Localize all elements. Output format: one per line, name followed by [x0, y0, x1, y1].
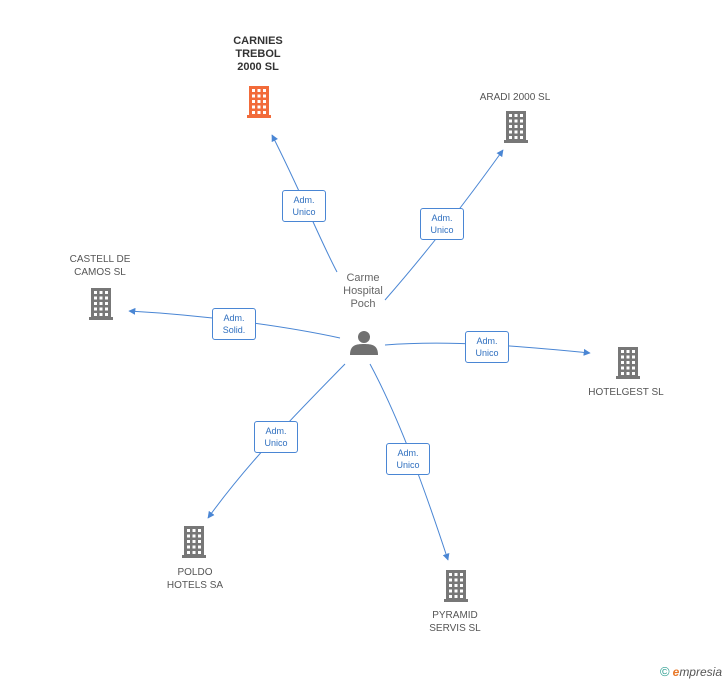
relation-badge-aradi[interactable]: Adm. Unico: [420, 208, 464, 240]
building-icon-hotelgest[interactable]: [616, 347, 640, 379]
node-label-pyramid-servis[interactable]: PYRAMID SERVIS SL: [429, 610, 481, 634]
node-label-poldo-hotels[interactable]: POLDO HOTELS SA: [166, 567, 224, 591]
relation-badge-carnies[interactable]: Adm. Unico: [282, 190, 326, 222]
building-icon-carnies[interactable]: [247, 86, 271, 118]
relation-badge-castell[interactable]: Adm. Solid.: [212, 308, 256, 340]
relation-badge-poldo[interactable]: Adm. Unico: [254, 421, 298, 453]
relation-badge-pyramid[interactable]: Adm. Unico: [386, 443, 430, 475]
copyright-icon: ©: [660, 664, 670, 679]
center-person-name[interactable]: Carme Hospital Poch: [343, 272, 383, 310]
building-icon-castell[interactable]: [89, 288, 113, 320]
node-label-aradi-2000[interactable]: ARADI 2000 SL: [479, 92, 551, 103]
building-icon-aradi[interactable]: [504, 111, 528, 143]
building-icon-poldo[interactable]: [182, 526, 206, 558]
node-label-carnies-trebol[interactable]: CARNIES TREBOL 2000 SL: [233, 35, 283, 73]
node-label-castell-de-camos[interactable]: CASTELL DE CAMOS SL: [69, 254, 131, 278]
node-label-hotelgest[interactable]: HOTELGEST SL: [588, 387, 664, 398]
footer-brand: ©empresia: [660, 664, 722, 679]
building-icon-pyramid[interactable]: [444, 570, 468, 602]
relation-badge-hotelgest[interactable]: Adm. Unico: [465, 331, 509, 363]
person-icon[interactable]: [350, 331, 378, 355]
